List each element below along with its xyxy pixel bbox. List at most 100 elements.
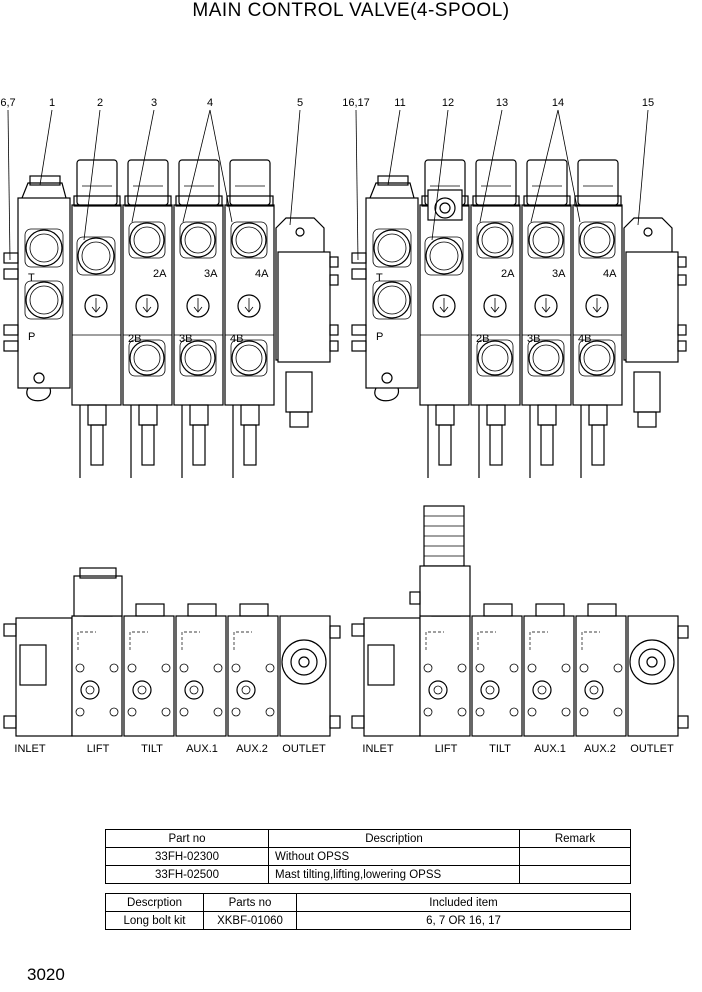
section-label: TILT (141, 743, 163, 755)
leader-line (557, 109, 581, 223)
port-p-label: P (28, 331, 35, 343)
port-b-label: 4B (230, 333, 243, 345)
work-port-a (231, 222, 267, 258)
port-a-label: 3A (552, 268, 566, 280)
included-item-cell: 6, 7 OR 16, 17 (296, 911, 631, 930)
callout-label: 14 (552, 97, 564, 109)
spool-section (419, 204, 470, 406)
spool-section-side (123, 615, 175, 737)
description-cell: Without OPSS (268, 847, 520, 866)
table-row: Long bolt kit XKBF-01060 6, 7 OR 16, 17 (105, 911, 631, 930)
port-p (25, 281, 63, 319)
work-port-a (477, 222, 513, 258)
header-included-item: Included item (296, 893, 631, 912)
leader-line (83, 109, 101, 241)
leader-line (182, 109, 211, 223)
header-description: Descrption (105, 893, 204, 912)
port-a-label: 3A (204, 268, 218, 280)
spool-cap (178, 159, 220, 206)
section-label: TILT (489, 743, 511, 755)
kit-table: Descrption Parts no Included item Long b… (105, 893, 631, 930)
leader-line (431, 109, 449, 241)
port-a-label: 2A (153, 268, 167, 280)
inlet-section (365, 197, 419, 389)
leader-line (637, 109, 649, 226)
callout-label: 13 (496, 97, 508, 109)
parts-no-cell: XKBF-01060 (203, 911, 297, 930)
port-b-label: 2B (128, 333, 141, 345)
page-number: 3020 (27, 965, 65, 984)
leader-line (131, 109, 155, 223)
spool-section-side (419, 615, 471, 737)
work-port-a (180, 222, 216, 258)
inlet-body (363, 617, 421, 737)
table-row: 33FH-02500 Mast tilting,lifting,lowering… (105, 865, 631, 884)
remark-cell (519, 865, 631, 884)
opss-sensor (427, 189, 463, 221)
leader-line (289, 109, 301, 226)
port-a-label: 4A (603, 268, 617, 280)
work-port-a (129, 222, 165, 258)
work-port-a (528, 222, 564, 258)
section-label: INLET (362, 743, 393, 755)
work-port-b (231, 340, 267, 376)
header-parts-no: Parts no (203, 893, 297, 912)
remark-cell (519, 847, 631, 866)
callout-label: 11 (394, 97, 405, 109)
work-port-b (129, 340, 165, 376)
work-port-b (528, 340, 564, 376)
callout-label: 12 (442, 97, 454, 109)
spool-section-side (71, 615, 123, 737)
port-b-label: 3B (527, 333, 540, 345)
port-t (373, 229, 411, 267)
spool-cap (229, 159, 271, 206)
callout-label: 3 (151, 97, 157, 109)
port-p (373, 281, 411, 319)
lift-port (425, 237, 463, 275)
parts-table-header: Part no Description Remark (105, 829, 631, 848)
lift-port (77, 237, 115, 275)
spool-cap (526, 159, 568, 206)
spool-section-side (575, 615, 627, 737)
spool-section-side (471, 615, 523, 737)
callout-label: 2 (97, 97, 103, 109)
part-no-cell: 33FH-02500 (105, 865, 269, 884)
callout-label: 15 (642, 97, 654, 109)
section-label: AUX.1 (186, 743, 218, 755)
work-port-b (579, 340, 615, 376)
port-p-label: P (376, 331, 383, 343)
spool-cap (475, 159, 517, 206)
table-row: 33FH-02300 Without OPSS (105, 847, 631, 866)
leader-line (7, 109, 11, 261)
parts-table: Part no Description Remark 33FH-02300 Wi… (105, 829, 631, 884)
leader-line (530, 109, 559, 223)
callout-label: 4 (207, 97, 213, 109)
leader-line (387, 109, 401, 186)
spool-cap (76, 159, 118, 206)
spool-section-side (175, 615, 227, 737)
section-label: LIFT (435, 743, 458, 755)
section-label: AUX.1 (534, 743, 566, 755)
callout-label: 5 (297, 97, 303, 109)
header-remark: Remark (519, 829, 631, 848)
section-label: LIFT (87, 743, 110, 755)
leader-line (479, 109, 503, 223)
spool-cap (127, 159, 169, 206)
port-t (25, 229, 63, 267)
lift-head-side (73, 575, 123, 617)
port-t-label: T (28, 272, 35, 284)
header-part-no: Part no (105, 829, 269, 848)
port-b-label: 3B (179, 333, 192, 345)
description-cell: Long bolt kit (105, 911, 204, 930)
section-label: OUTLET (282, 743, 326, 755)
spool-section (71, 204, 122, 406)
port-b-label: 2B (476, 333, 489, 345)
header-description: Description (268, 829, 520, 848)
leader-line (39, 109, 53, 186)
part-no-cell: 33FH-02300 (105, 847, 269, 866)
page-title: MAIN CONTROL VALVE(4-SPOOL) (192, 0, 510, 21)
